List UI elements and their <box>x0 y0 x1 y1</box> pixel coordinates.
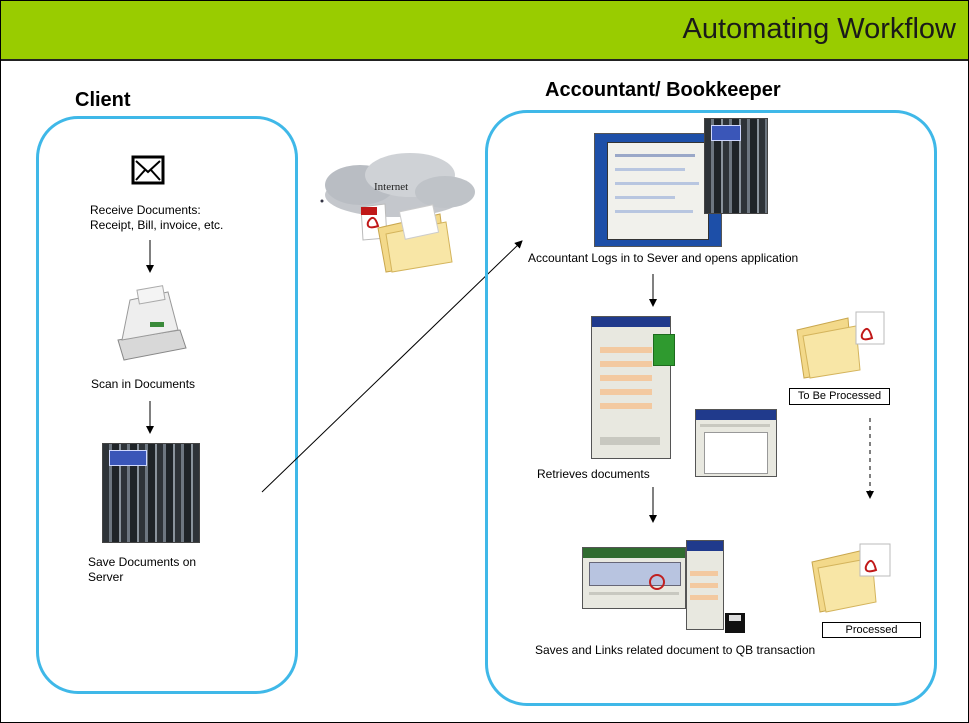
accountant-panel <box>485 110 937 706</box>
client-step-3-line1: Save Documents on <box>88 555 197 569</box>
add-document-icon <box>653 334 675 366</box>
client-step-1-line2: Receipt, Bill, invoice, etc. <box>90 218 224 232</box>
client-step-3-line2: Server <box>88 570 124 584</box>
title-divider <box>1 59 968 61</box>
accountant-step-2-label: Retrieves documents <box>537 467 650 481</box>
processed-box: Processed <box>822 622 921 638</box>
to-be-processed-folder-icon <box>796 311 885 379</box>
qb-transaction-window <box>582 547 686 609</box>
client-step-2-label: Scan in Documents <box>91 377 196 391</box>
client-step-1-line1: Receive Documents: <box>90 203 201 217</box>
server-rack-icon <box>102 443 200 543</box>
processed-folder-icon <box>811 543 891 613</box>
internet-label: Internet <box>374 181 408 193</box>
link-document-window <box>686 540 724 630</box>
application-screenshot <box>594 133 722 247</box>
folder-icon <box>377 204 453 273</box>
title-bar: Automating Workflow <box>1 1 968 59</box>
client-panel <box>36 116 298 694</box>
floppy-disk-icon <box>725 613 745 633</box>
envelope-icon <box>131 155 165 185</box>
upload-arrow <box>261 240 523 493</box>
server-rack-icon <box>704 118 768 214</box>
accountant-step-1-label: Accountant Logs in to Sever and opens ap… <box>528 251 799 265</box>
accountant-step-3-label: Saves and Links related document to QB t… <box>535 643 816 657</box>
scanner-icon <box>117 285 187 361</box>
accountant-heading: Accountant/ Bookkeeper <box>545 79 781 101</box>
client-heading: Client <box>75 89 131 111</box>
client-step-3-label: Save Documents on Server <box>88 555 196 585</box>
to-be-processed-box: To Be Processed <box>789 388 890 405</box>
client-step-1-label: Receive Documents: Receipt, Bill, invoic… <box>90 203 223 233</box>
slide-title: Automating Workflow <box>682 13 956 45</box>
pdf-viewer-window <box>695 409 777 477</box>
